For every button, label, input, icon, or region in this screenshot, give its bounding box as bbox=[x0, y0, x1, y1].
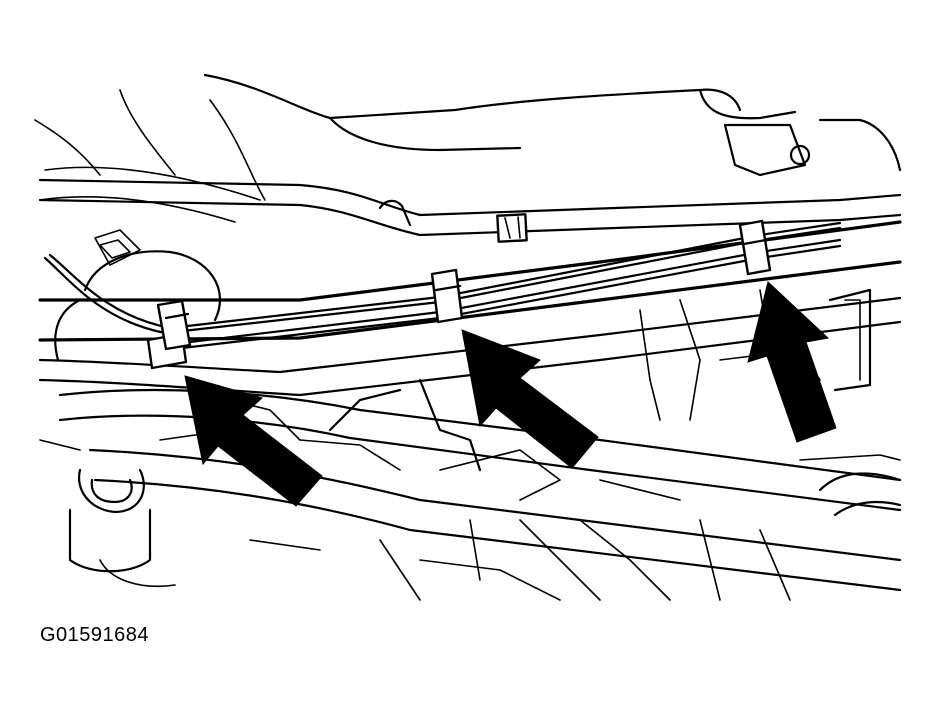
figure-id-label: G01591684 bbox=[40, 624, 150, 646]
arrow-clip-left-icon bbox=[184, 375, 323, 507]
arrow-clip-right-icon bbox=[747, 281, 837, 443]
clip-middle bbox=[430, 268, 464, 324]
clip-left bbox=[146, 299, 192, 370]
brake-lines bbox=[378, 199, 528, 243]
callout-arrows bbox=[184, 281, 837, 507]
diagram-canvas bbox=[34, 73, 902, 601]
clip-right bbox=[738, 219, 772, 276]
arrow-clip-middle-icon bbox=[461, 329, 599, 469]
